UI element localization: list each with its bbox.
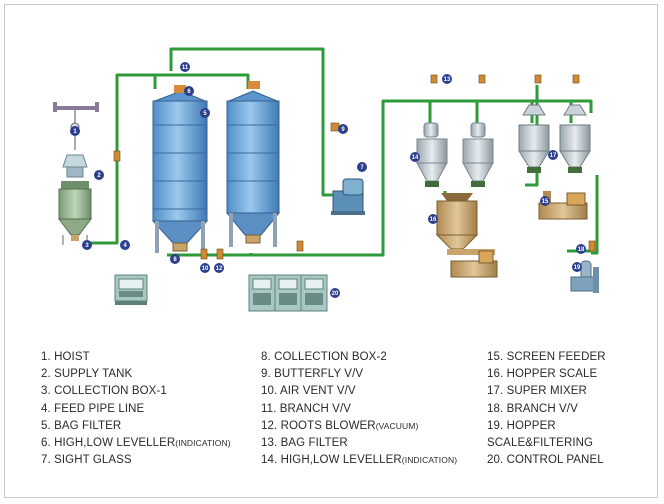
legend-item: 14. HIGH,LOW LEVELLER(INDICATION) [261, 454, 458, 467]
svg-text:7: 7 [360, 165, 364, 171]
legend-item: 5. BAG FILTER [41, 419, 122, 432]
marker-18: 18 [576, 244, 586, 254]
silo-2 [225, 81, 281, 247]
mixer-to-scale-pipe [591, 175, 599, 255]
svg-text:13: 13 [444, 77, 451, 83]
bag-filter-13a [416, 122, 448, 187]
vent-pipe-top [169, 47, 335, 197]
marker-11: 11 [180, 62, 190, 72]
marker-7: 7 [357, 162, 367, 172]
marker-13: 13 [442, 74, 452, 84]
valves [113, 74, 596, 260]
legend-item: 20. CONTROL PANEL [487, 454, 604, 467]
svg-text:19: 19 [574, 265, 581, 271]
feed-pipe-to-silo-2 [155, 73, 250, 89]
svg-text:2: 2 [97, 173, 101, 179]
legend-item: 3. COLLECTION BOX-1 [41, 385, 167, 398]
legend-item: 2. SUPPLY TANK [41, 368, 133, 381]
marker-19: 19 [572, 262, 582, 272]
silo-1 [151, 85, 209, 253]
marker-1: 1 [70, 126, 80, 136]
svg-text:10: 10 [202, 266, 209, 272]
control-panel-small [114, 274, 148, 305]
legend-item: 12. ROOTS BLOWER(VACUUM) [261, 419, 419, 432]
hopper-scale-filtering [570, 260, 599, 293]
legend-item: 17. SUPER MIXER [487, 385, 587, 398]
marker-16: 16 [428, 214, 438, 224]
legend-item: 19. HOPPER [487, 419, 556, 432]
legend-column-2: 8. COLLECTION BOX-2 9. BUTTERFLY V/V 10.… [261, 349, 457, 469]
svg-text:9: 9 [341, 127, 345, 133]
legend-item: 13. BAG FILTER [261, 437, 348, 450]
legend-item: 6. HIGH,LOW LEVELLER(INDICATION) [41, 437, 231, 450]
collection-box-1 [58, 181, 92, 245]
svg-text:1: 1 [73, 129, 77, 135]
svg-text:16: 16 [430, 217, 437, 223]
marker-2: 2 [94, 170, 104, 180]
svg-text:11: 11 [182, 65, 189, 71]
marker-4: 4 [120, 240, 130, 250]
legend-item: 16. HOPPER SCALE [487, 368, 598, 381]
legend-column-1: 1. HOIST 2. SUPPLY TANK 3. COLLECTION BO… [41, 349, 231, 469]
marker-14: 14 [410, 152, 420, 162]
legend-item: 4. FEED PIPE LINE [41, 402, 145, 415]
supply-tank [62, 154, 88, 178]
bag-filter-13b [462, 122, 494, 187]
svg-text:8: 8 [173, 257, 177, 263]
svg-text:18: 18 [578, 247, 585, 253]
legend-item: 9. BUTTERFLY V/V [261, 368, 364, 381]
marker-12: 12 [214, 263, 224, 273]
svg-text:12: 12 [216, 266, 223, 272]
legend-item: 11. BRANCH V/V [261, 402, 352, 415]
process-flow-diagram: 1 2 3 4 5 6 7 8 9 10 11 12 13 14 15 16 1… [53, 47, 599, 312]
svg-text:20: 20 [332, 291, 339, 297]
marker-8: 8 [170, 254, 180, 264]
super-mixer-b [559, 104, 591, 173]
svg-text:14: 14 [412, 155, 419, 161]
vacuum-header [167, 99, 593, 257]
legend-item: 18. BRANCH V/V [487, 402, 578, 415]
hopper-scale [435, 193, 498, 278]
control-panel-large [248, 274, 328, 312]
roots-blower [331, 178, 365, 215]
legend-item: SCALE&FILTERING [487, 437, 594, 450]
svg-text:4: 4 [123, 243, 127, 249]
svg-text:6: 6 [187, 89, 191, 95]
svg-text:15: 15 [542, 199, 549, 205]
legend-item: 8. COLLECTION BOX-2 [261, 351, 387, 363]
legend-item: 1. HOIST [41, 351, 90, 363]
marker-20: 20 [330, 288, 340, 298]
marker-10: 10 [200, 263, 210, 273]
hoist [53, 102, 99, 150]
filter-return-pipe [525, 85, 539, 187]
super-mixer-a [518, 104, 550, 173]
marker-3: 3 [82, 240, 92, 250]
svg-text:17: 17 [550, 153, 557, 159]
marker-17: 17 [548, 150, 558, 160]
marker-9: 9 [338, 124, 348, 134]
legend-item: 7. SIGHT GLASS [41, 454, 132, 467]
legend-column-3: 15. SCREEN FEEDER 16. HOPPER SCALE 17. S… [487, 349, 606, 469]
legend-item: 15. SCREEN FEEDER [487, 351, 606, 363]
marker-5: 5 [200, 108, 210, 118]
diagram-frame: 1 2 3 4 5 6 7 8 9 10 11 12 13 14 15 16 1… [4, 4, 658, 498]
marker-15: 15 [540, 196, 550, 206]
svg-text:5: 5 [203, 111, 207, 117]
svg-text:3: 3 [85, 243, 89, 249]
feed-pipe-line [85, 73, 157, 245]
marker-6: 6 [184, 86, 194, 96]
legend-item: 10. AIR VENT V/V [261, 385, 356, 398]
